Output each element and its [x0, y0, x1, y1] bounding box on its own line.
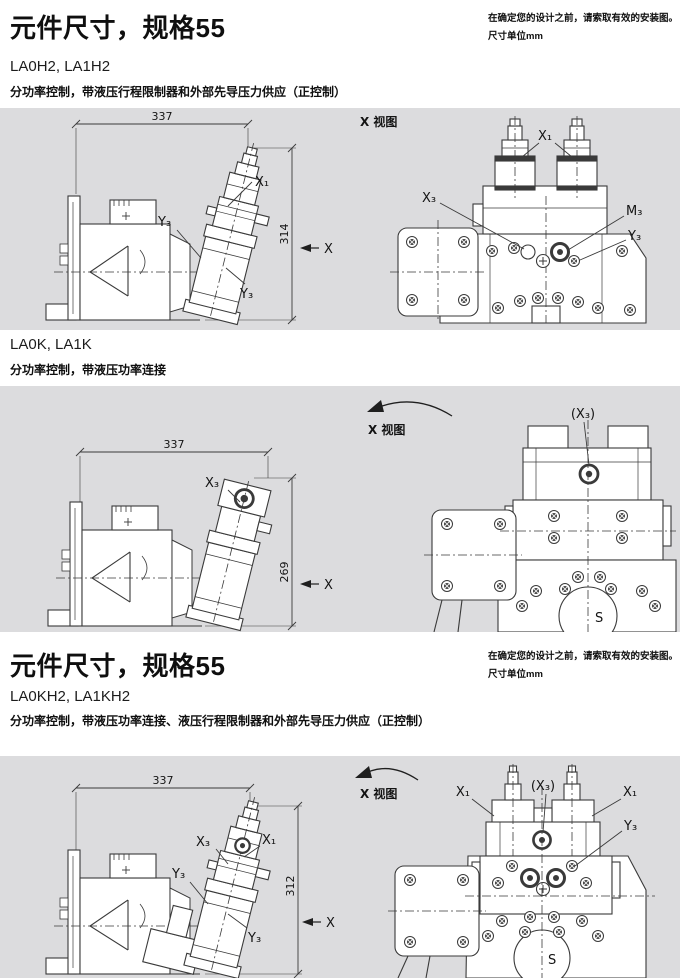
drawing-panel-1: 337 314 X₁ Y₃ Y₃ — [0, 108, 680, 330]
port-labels-x-view: (X₃) S — [571, 407, 603, 626]
solenoid-left — [494, 115, 536, 199]
port-label-x1: X₁ — [255, 175, 269, 190]
pump-housing — [47, 501, 207, 627]
port-label-s: S — [595, 611, 603, 626]
rotation-arrow — [367, 400, 453, 417]
port-labels: X₃ X₁ Y₃ Y₃ — [171, 833, 276, 946]
model-codes-3: LA0KH2, LA1KH2 — [10, 688, 131, 705]
port-labels: X₃ — [205, 476, 241, 503]
drawing-s3-side-view: 337 312 X₃ X₁ — [45, 774, 335, 978]
page-title-1: 元件尺寸，规格55 — [10, 13, 226, 43]
view-direction-arrow-2: X — [300, 578, 333, 593]
lower-body — [497, 559, 677, 632]
port-label-x1-right: X₁ — [623, 785, 637, 800]
drawing-s2-x-view: X 视图 — [367, 400, 677, 632]
drawing-s3-x-view: X 视图 — [355, 764, 655, 978]
mid-block — [471, 855, 621, 915]
port-label-y3: Y₃ — [623, 819, 637, 834]
drawing-panel-3: 337 312 X₃ X₁ — [0, 756, 680, 978]
dim-value-314: 314 — [278, 224, 291, 245]
port-labels: X₁ Y₃ Y₃ — [157, 175, 269, 302]
variant-description-3: 分功率控制，带液压功率连接、液压行程限制器和外部先导压力供应（正控制） — [10, 714, 431, 728]
port-label-x1: X₁ — [262, 833, 276, 848]
drawing-s1-x-view: X 视图 — [360, 114, 647, 324]
rotation-arrow — [355, 766, 419, 781]
port-label-y3-upper: Y₃ — [157, 215, 171, 230]
port-label-y3-lower: Y₃ — [247, 931, 261, 946]
port-label-m3: M₃ — [626, 204, 642, 219]
view-arrow-label-x: X — [326, 916, 335, 931]
valve-block — [482, 185, 608, 235]
note-line-1: 在确定您的设计之前，请索取有效的安装图。 — [488, 13, 679, 24]
dim-width-337: 337 — [71, 110, 253, 194]
port-label-s: S — [548, 953, 556, 968]
port-label-x3-paren: (X₃) — [531, 779, 555, 794]
note-block-2: 在确定您的设计之前，请索取有效的安装图。 尺寸单位mm — [488, 648, 678, 684]
port-label-y3-upper: Y₃ — [171, 867, 185, 882]
dim-value-337: 337 — [152, 110, 173, 123]
port-labels-x-view: X₁ (X₃) X₁ Y₃ S — [456, 779, 637, 968]
port-label-x3: X₃ — [422, 191, 436, 206]
port-label-x1: X₁ — [538, 129, 552, 144]
dim-value-269: 269 — [278, 562, 291, 583]
dim-width-337: 337 — [71, 774, 255, 850]
pump-housing — [45, 195, 205, 321]
note-units-2: 尺寸单位mm — [488, 669, 543, 681]
dim-height-312: 312 — [205, 801, 303, 978]
dim-width-337: 337 — [75, 438, 273, 502]
port-label-y3-lower: Y₃ — [239, 287, 253, 302]
dim-value-337: 337 — [164, 438, 185, 451]
view-direction-arrow-3: X — [302, 916, 335, 931]
top-block — [522, 425, 652, 501]
model-codes-1: LA0H2, LA1H2 — [10, 58, 111, 75]
variant-description-2: 分功率控制，带液压功率连接 — [10, 363, 167, 377]
model-codes-2: LA0K, LA1K — [10, 336, 92, 353]
note-block-1: 在确定您的设计之前，请索取有效的安装图。 尺寸单位mm — [488, 10, 678, 46]
solenoid-right — [556, 115, 598, 199]
view-label-1: X 视图 — [360, 114, 397, 129]
view-direction-arrow-1: X — [300, 242, 333, 257]
page-title-2: 元件尺寸，规格55 — [10, 651, 226, 681]
dim-value-337: 337 — [153, 774, 174, 787]
drawing-panel-2: 337 269 X₃ X — [0, 386, 680, 632]
port-label-x3-paren: (X₃) — [571, 407, 595, 422]
port-label-x1-left: X₁ — [456, 785, 470, 800]
control-module — [186, 473, 281, 631]
dim-value-312: 312 — [284, 876, 297, 897]
note-line-2: 在确定您的设计之前，请索取有效的安装图。 — [488, 651, 679, 662]
port-label-x3: X₃ — [196, 835, 210, 850]
view-arrow-label-x: X — [324, 578, 333, 593]
drawing-s2-side-view: 337 269 X₃ X — [47, 438, 333, 632]
note-units-1: 尺寸单位mm — [488, 31, 543, 43]
port-face — [486, 242, 628, 269]
port-label-x3: X₃ — [205, 476, 219, 491]
port-label-y3: Y₃ — [627, 229, 641, 244]
dim-height-269: 269 — [205, 473, 297, 631]
view-arrow-label-x: X — [324, 242, 333, 257]
view-label-3: X 视图 — [360, 786, 397, 801]
view-label-2: X 视图 — [368, 422, 405, 437]
control-module — [181, 135, 287, 327]
drawing-s1-side-view: 337 314 X₁ Y₃ Y₃ — [45, 110, 333, 327]
variant-description-1: 分功率控制，带液压行程限制器和外部先导压力供应（正控制） — [10, 85, 347, 99]
port-labels-x-view: X₁ X₃ M₃ Y₃ — [422, 129, 642, 261]
control-module — [182, 789, 288, 978]
